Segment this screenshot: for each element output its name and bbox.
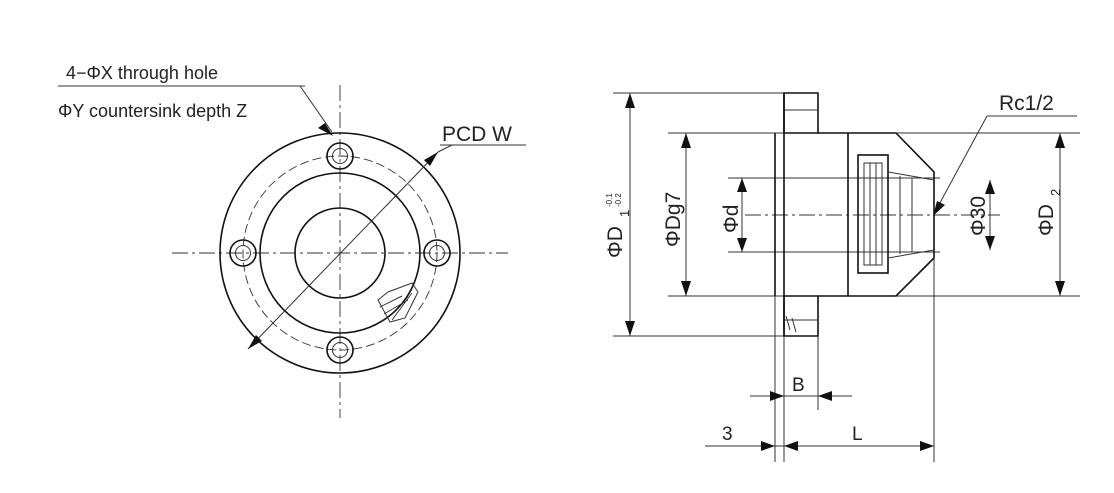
d2-label: ΦD bbox=[1035, 204, 1058, 236]
flange-top-tab bbox=[783, 92, 819, 134]
side-view: ΦD 1 -0.1 -0.2 ΦDg7 Φd Φ30 ΦD 2 Rc bbox=[604, 92, 1080, 462]
rc-leader bbox=[934, 115, 988, 213]
rc-arrow bbox=[933, 201, 945, 216]
bolt-hole-left bbox=[229, 239, 257, 267]
pcd-dimension-line bbox=[247, 151, 439, 350]
d2-label-group: ΦD 2 bbox=[1035, 189, 1063, 236]
rc-label: Rc1/2 bbox=[999, 92, 1054, 115]
pcd-leader bbox=[437, 144, 453, 153]
bolt-hole-bottom bbox=[326, 336, 354, 364]
pcd-circle bbox=[242, 155, 438, 351]
note-leader bbox=[299, 85, 333, 133]
d-label: Φd bbox=[720, 205, 743, 233]
thread-marks bbox=[785, 315, 797, 333]
three-label: 3 bbox=[722, 424, 733, 445]
d1-label: ΦD bbox=[604, 226, 627, 258]
b-label: B bbox=[792, 375, 805, 396]
d2-subscript: 2 bbox=[1048, 189, 1063, 196]
seal-assembly bbox=[857, 154, 935, 274]
d1-tolerance-upper: -0.1 bbox=[605, 193, 614, 207]
d1-tolerance-lower: -0.2 bbox=[614, 193, 623, 207]
note-arrow bbox=[318, 123, 333, 136]
hole-note-line2: ΦY countersink depth Z bbox=[58, 101, 247, 121]
hole-note-line1: 4−ΦX through hole bbox=[66, 63, 218, 83]
body-circle bbox=[259, 172, 421, 334]
dg7-label: ΦDg7 bbox=[662, 192, 685, 247]
pcd-arrow-top bbox=[424, 152, 438, 166]
pcd-label: PCD W bbox=[442, 123, 512, 146]
pcd-arrow-bottom bbox=[248, 335, 262, 349]
bolt-hole-right bbox=[423, 239, 451, 267]
d30-label: Φ30 bbox=[967, 196, 990, 236]
bore-circle bbox=[294, 207, 386, 299]
flange-bottom-tab bbox=[783, 295, 819, 337]
port-detail bbox=[377, 282, 419, 323]
d1-subscript: 1 bbox=[617, 210, 632, 217]
front-view: PCD W 4−ΦX through hole ΦY countersink d… bbox=[58, 63, 526, 418]
l-label: L bbox=[852, 424, 863, 445]
bolt-hole-top bbox=[326, 142, 354, 170]
d1-label-group: ΦD 1 -0.1 -0.2 bbox=[604, 193, 632, 258]
flange-outer-circle bbox=[219, 132, 461, 374]
